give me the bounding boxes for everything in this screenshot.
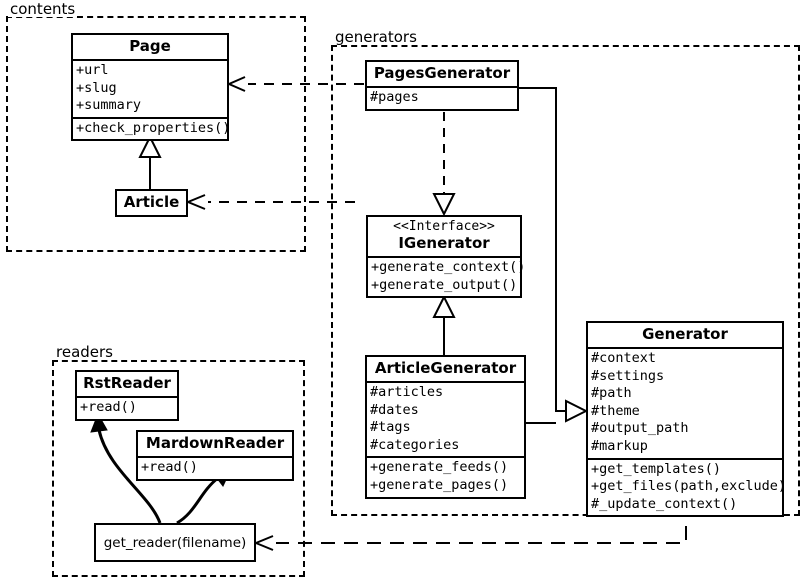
function-box-get-reader[interactable]: get_reader(filename) <box>94 523 256 562</box>
class-box-article-generator[interactable]: ArticleGenerator #articles #dates #tags … <box>365 355 526 499</box>
attribute-item: #markup <box>591 437 648 454</box>
class-name-generator: Generator <box>642 325 728 343</box>
class-box-pages-generator[interactable]: PagesGenerator #pages <box>365 60 519 111</box>
attribute-item: #output_path <box>591 420 689 437</box>
class-box-mardown-reader[interactable]: MardownReader +read() <box>136 430 294 481</box>
class-attributes-pages-generator: #pages <box>367 86 517 109</box>
class-name-article-generator: ArticleGenerator <box>374 359 517 377</box>
class-name-rst-reader: RstReader <box>83 374 171 392</box>
operation-item: +read() <box>80 399 137 416</box>
operation-item: +generate_output() <box>371 276 518 293</box>
class-name-article: Article <box>123 193 180 211</box>
attribute-item: #settings <box>591 367 665 384</box>
operation-item: +generate_pages() <box>370 476 509 493</box>
class-operations-igenerator: +generate_context() +generate_output() <box>368 256 526 296</box>
attribute-item: #pages <box>370 89 419 106</box>
class-box-article[interactable]: Article <box>115 189 188 218</box>
class-box-generator[interactable]: Generator #context #settings #path #them… <box>586 321 787 518</box>
operation-item: +check_properties() <box>76 119 231 136</box>
package-label-generators: generators <box>333 28 419 46</box>
operation-item: +generate_feeds() <box>370 459 509 476</box>
package-label-readers: readers <box>54 343 115 361</box>
class-title-igenerator: IGenerator <box>398 233 490 252</box>
class-stereotype-igenerator: <<Interface>> <box>393 219 495 234</box>
package-frame-readers <box>52 360 305 577</box>
attribute-item: +url <box>76 62 109 79</box>
class-operations-rst-reader: +read() <box>77 396 177 419</box>
package-frame-contents <box>6 16 306 252</box>
attribute-item: #tags <box>370 419 411 436</box>
class-operations-generator: +get_templates() +get_files(path,exclude… <box>588 457 787 516</box>
attribute-item: #path <box>591 385 632 402</box>
class-operations-page: +check_properties() <box>73 116 231 140</box>
class-attributes-generator: #context #settings #path #theme #output_… <box>588 347 782 457</box>
class-operations-mardown-reader: +read() <box>138 456 292 479</box>
attribute-item: +summary <box>76 97 142 114</box>
operation-item: #_update_context() <box>591 495 738 512</box>
operation-item: +get_files(path,exclude) <box>591 478 787 495</box>
attribute-item: +slug <box>76 79 117 96</box>
class-attributes-page: +url +slug +summary <box>73 59 227 117</box>
package-label-contents: contents <box>8 0 78 18</box>
attribute-item: #dates <box>370 401 419 418</box>
class-operations-article-generator: +generate_feeds() +generate_pages() <box>367 456 524 496</box>
attribute-item: #articles <box>370 384 444 401</box>
operation-item: +generate_context() <box>371 259 526 276</box>
operation-item: +get_templates() <box>591 460 722 477</box>
attribute-item: #categories <box>370 436 460 453</box>
class-box-page[interactable]: Page +url +slug +summary +check_properti… <box>71 33 231 142</box>
attribute-item: #context <box>591 350 657 367</box>
operation-item: +read() <box>141 459 198 476</box>
class-name-mardown-reader: MardownReader <box>145 434 285 452</box>
class-name-igenerator: <<Interface>> IGenerator <box>368 217 520 256</box>
class-name-page: Page <box>129 37 171 55</box>
class-name-pages-generator: PagesGenerator <box>373 64 511 82</box>
class-box-igenerator[interactable]: <<Interface>> IGenerator +generate_conte… <box>366 215 526 299</box>
function-label-get-reader: get_reader(filename) <box>103 534 247 551</box>
attribute-item: #theme <box>591 402 640 419</box>
class-box-rst-reader[interactable]: RstReader +read() <box>75 370 179 421</box>
class-attributes-article-generator: #articles #dates #tags #categories <box>367 381 524 456</box>
